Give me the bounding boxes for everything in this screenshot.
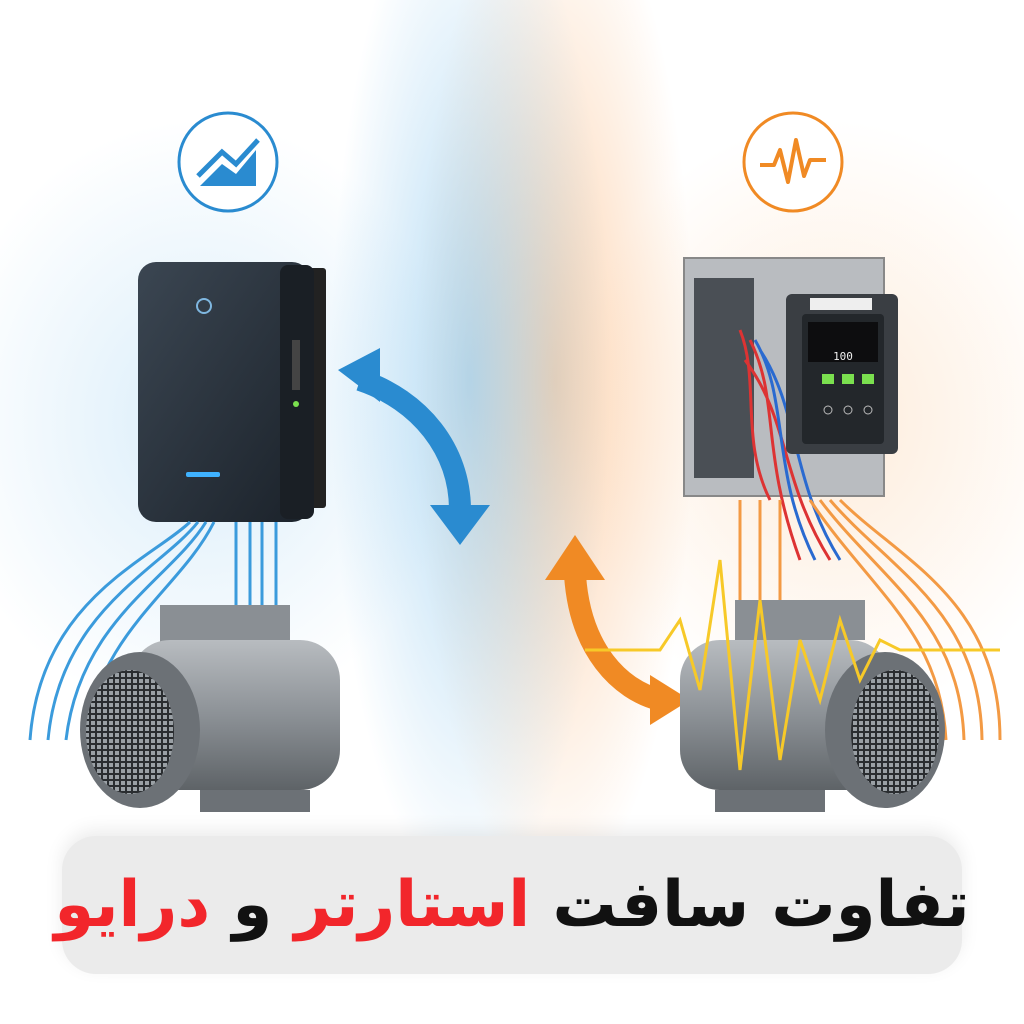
trend-up-chart-icon (177, 111, 279, 213)
title-part-difference-soft: تفاوت سافت (552, 868, 970, 942)
motor-right (585, 559, 1000, 812)
title-part-and: و (232, 868, 273, 942)
title-part-starter: استارتر (294, 868, 531, 942)
motor-left (80, 605, 340, 812)
soft-starter-device (138, 262, 326, 522)
bidirectional-arrow-blue (338, 348, 490, 545)
title-banner: تفاوت سافت استارتر و درایو (54, 836, 970, 974)
title-part-drive: درایو (54, 868, 211, 942)
waveform-icon (742, 111, 844, 213)
drive-readout: 100 (833, 350, 853, 363)
pulsing-current-lines (738, 498, 1002, 741)
drive-device: 100 (683, 257, 898, 561)
page-title: تفاوت سافت استارتر و درایو (54, 868, 969, 942)
bidirectional-arrow-orange (545, 535, 690, 725)
